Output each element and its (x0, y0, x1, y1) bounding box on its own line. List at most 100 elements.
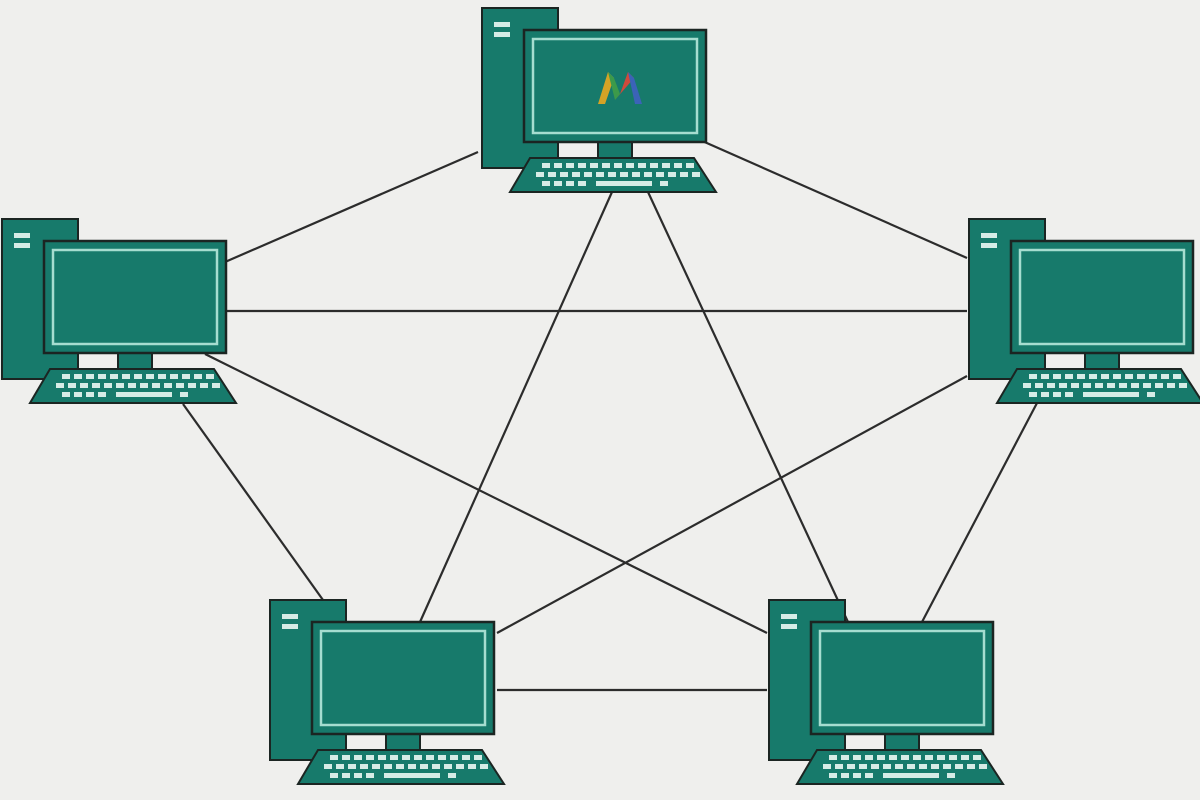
keyboard-key (74, 392, 82, 397)
keyboard-key (450, 755, 458, 760)
keyboard-key (1173, 374, 1181, 379)
keyboard-key (572, 172, 580, 177)
keyboard-key (1041, 374, 1049, 379)
keyboard-key (614, 163, 622, 168)
link-pc-left-to-pc-bottom-right (204, 353, 768, 634)
keyboard-key (104, 383, 112, 388)
keyboard-key (384, 764, 392, 769)
keyboard-key (474, 755, 482, 760)
link-pc-top-to-pc-left (224, 150, 479, 264)
keyboard-key (402, 755, 410, 760)
link-pc-top-to-pc-bottom-right (647, 191, 849, 623)
tower-slot-icon (282, 614, 298, 619)
keyboard-key (823, 764, 831, 769)
keyboard-key (1035, 383, 1043, 388)
keyboard-key (1179, 383, 1187, 388)
keyboard-key (662, 163, 670, 168)
keyboard-key (578, 163, 586, 168)
keyboard-key (668, 172, 676, 177)
keyboard-key (931, 764, 939, 769)
keyboard-key (1065, 374, 1073, 379)
keyboard-key (354, 755, 362, 760)
keyboard-key (1095, 383, 1103, 388)
keyboard-key (1047, 383, 1055, 388)
keyboard-key (180, 392, 188, 397)
keyboard-key (348, 764, 356, 769)
keyboard-key (1119, 383, 1127, 388)
tower-slot-icon (282, 624, 298, 629)
keyboard-key (1089, 374, 1097, 379)
keyboard-key (620, 172, 628, 177)
tower-slot-icon (14, 233, 30, 238)
keyboard-key (206, 374, 214, 379)
keyboard-key (536, 172, 544, 177)
pc-left-desktop-computer-icon (1, 218, 238, 404)
keyboard-key (360, 764, 368, 769)
keyboard-key (1131, 383, 1139, 388)
tower-slot-icon (14, 243, 30, 248)
pc-right-desktop-computer-icon (968, 218, 1200, 404)
keyboard-key (835, 764, 843, 769)
keyboard-key (638, 163, 646, 168)
keyboard-key (1029, 392, 1037, 397)
keyboard-key (330, 755, 338, 760)
keyboard-key (1053, 392, 1061, 397)
keyboard-key (901, 755, 909, 760)
keyboard-key (1167, 383, 1175, 388)
keyboard-key (1155, 383, 1163, 388)
keyboard-key (158, 374, 166, 379)
keyboard-key (1065, 392, 1073, 397)
keyboard-key (110, 374, 118, 379)
keyboard-key (943, 764, 951, 769)
keyboard-key (1071, 383, 1079, 388)
keyboard-key (847, 764, 855, 769)
pc-bottom-right-desktop-computer-icon (768, 599, 1005, 785)
logo-stroke-middle-right (615, 72, 634, 100)
keyboard-key (660, 181, 668, 186)
keyboard-key (122, 374, 130, 379)
keyboard-key (919, 764, 927, 769)
keyboard-key (841, 773, 849, 778)
keyboard-key (98, 374, 106, 379)
keyboard-spacebar (116, 392, 172, 397)
keyboard-key (1083, 383, 1091, 388)
keyboard-key (342, 755, 350, 760)
keyboard-key (1059, 383, 1067, 388)
keyboard-key (432, 764, 440, 769)
keyboard-key (1137, 374, 1145, 379)
keyboard-key (955, 764, 963, 769)
keyboard-key (194, 374, 202, 379)
keyboard-key (967, 764, 975, 769)
keyboard-key (949, 755, 957, 760)
keyboard-key (1023, 383, 1031, 388)
keyboard-key (330, 773, 338, 778)
keyboard-key (947, 773, 955, 778)
keyboard-key (92, 383, 100, 388)
keyboard-key (426, 755, 434, 760)
keyboard-key (462, 755, 470, 760)
keyboard-key (937, 755, 945, 760)
tower-slot-icon (981, 243, 997, 248)
keyboard-key (554, 181, 562, 186)
keyboard-key (62, 392, 70, 397)
keyboard-key (590, 163, 598, 168)
keyboard-key (877, 755, 885, 760)
keyboard-key (188, 383, 196, 388)
keyboard-key (859, 764, 867, 769)
pc-bottom-left-desktop-computer-icon (269, 599, 506, 785)
keyboard-key (925, 755, 933, 760)
logo-stroke-middle-left (608, 72, 620, 100)
keyboard-key (853, 755, 861, 760)
keyboard-key (336, 764, 344, 769)
keyboard-key (656, 172, 664, 177)
keyboard-key (644, 172, 652, 177)
keyboard-key (602, 163, 610, 168)
keyboard-key (973, 755, 981, 760)
keyboard-key (140, 383, 148, 388)
keyboard-key (650, 163, 658, 168)
monitor-screen (818, 629, 986, 727)
keyboard-key (1041, 392, 1049, 397)
tower-slot-icon (494, 22, 510, 27)
links-layer (182, 138, 1038, 692)
